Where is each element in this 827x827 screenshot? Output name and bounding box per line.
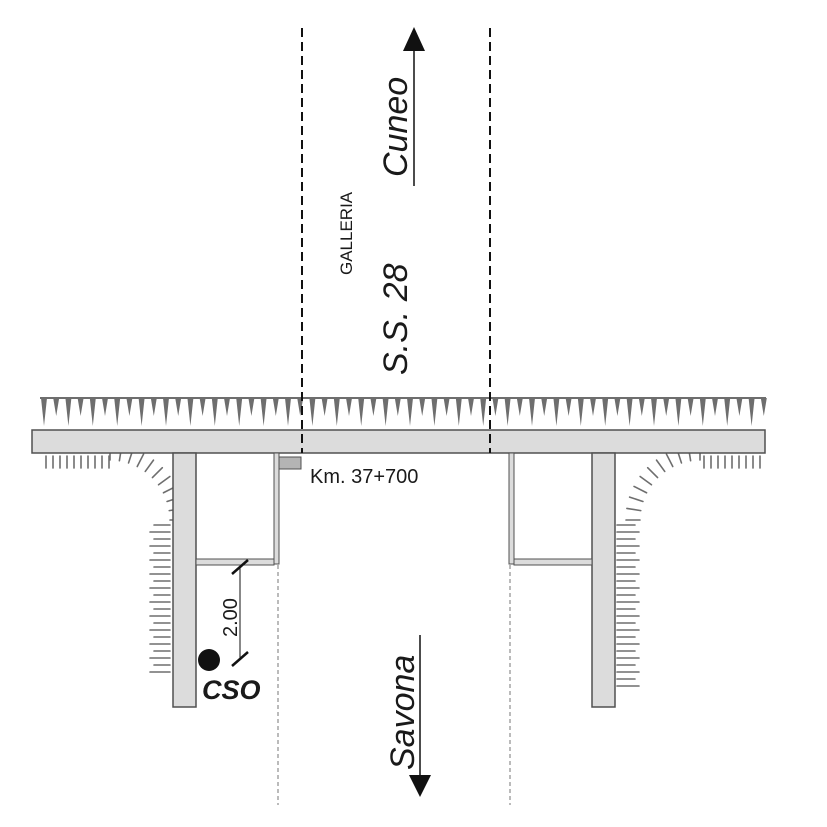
kilometer-label: Km. 37+700 xyxy=(310,466,418,488)
road-label: S.S. 28 xyxy=(377,263,415,375)
embankment-hatching xyxy=(40,397,767,687)
left-inner-wall xyxy=(273,452,280,565)
station-label: CSO xyxy=(202,675,261,705)
deck-slab xyxy=(31,429,766,454)
south-arrow xyxy=(409,635,431,797)
right-wall xyxy=(591,452,616,708)
right-crossbar xyxy=(513,558,593,566)
north-direction-label: Cuneo xyxy=(377,77,415,177)
left-wall xyxy=(172,452,197,708)
dimension-line xyxy=(231,559,249,667)
tunnel-label: GALLERIA xyxy=(337,191,356,275)
north-arrow xyxy=(403,27,425,186)
south-direction-label: Savona xyxy=(384,655,422,770)
dimension-label: 2.00 xyxy=(220,598,242,637)
km-marker-box xyxy=(278,456,302,470)
right-inner-wall xyxy=(508,452,515,565)
left-crossbar xyxy=(195,558,275,566)
station-marker xyxy=(198,649,220,671)
